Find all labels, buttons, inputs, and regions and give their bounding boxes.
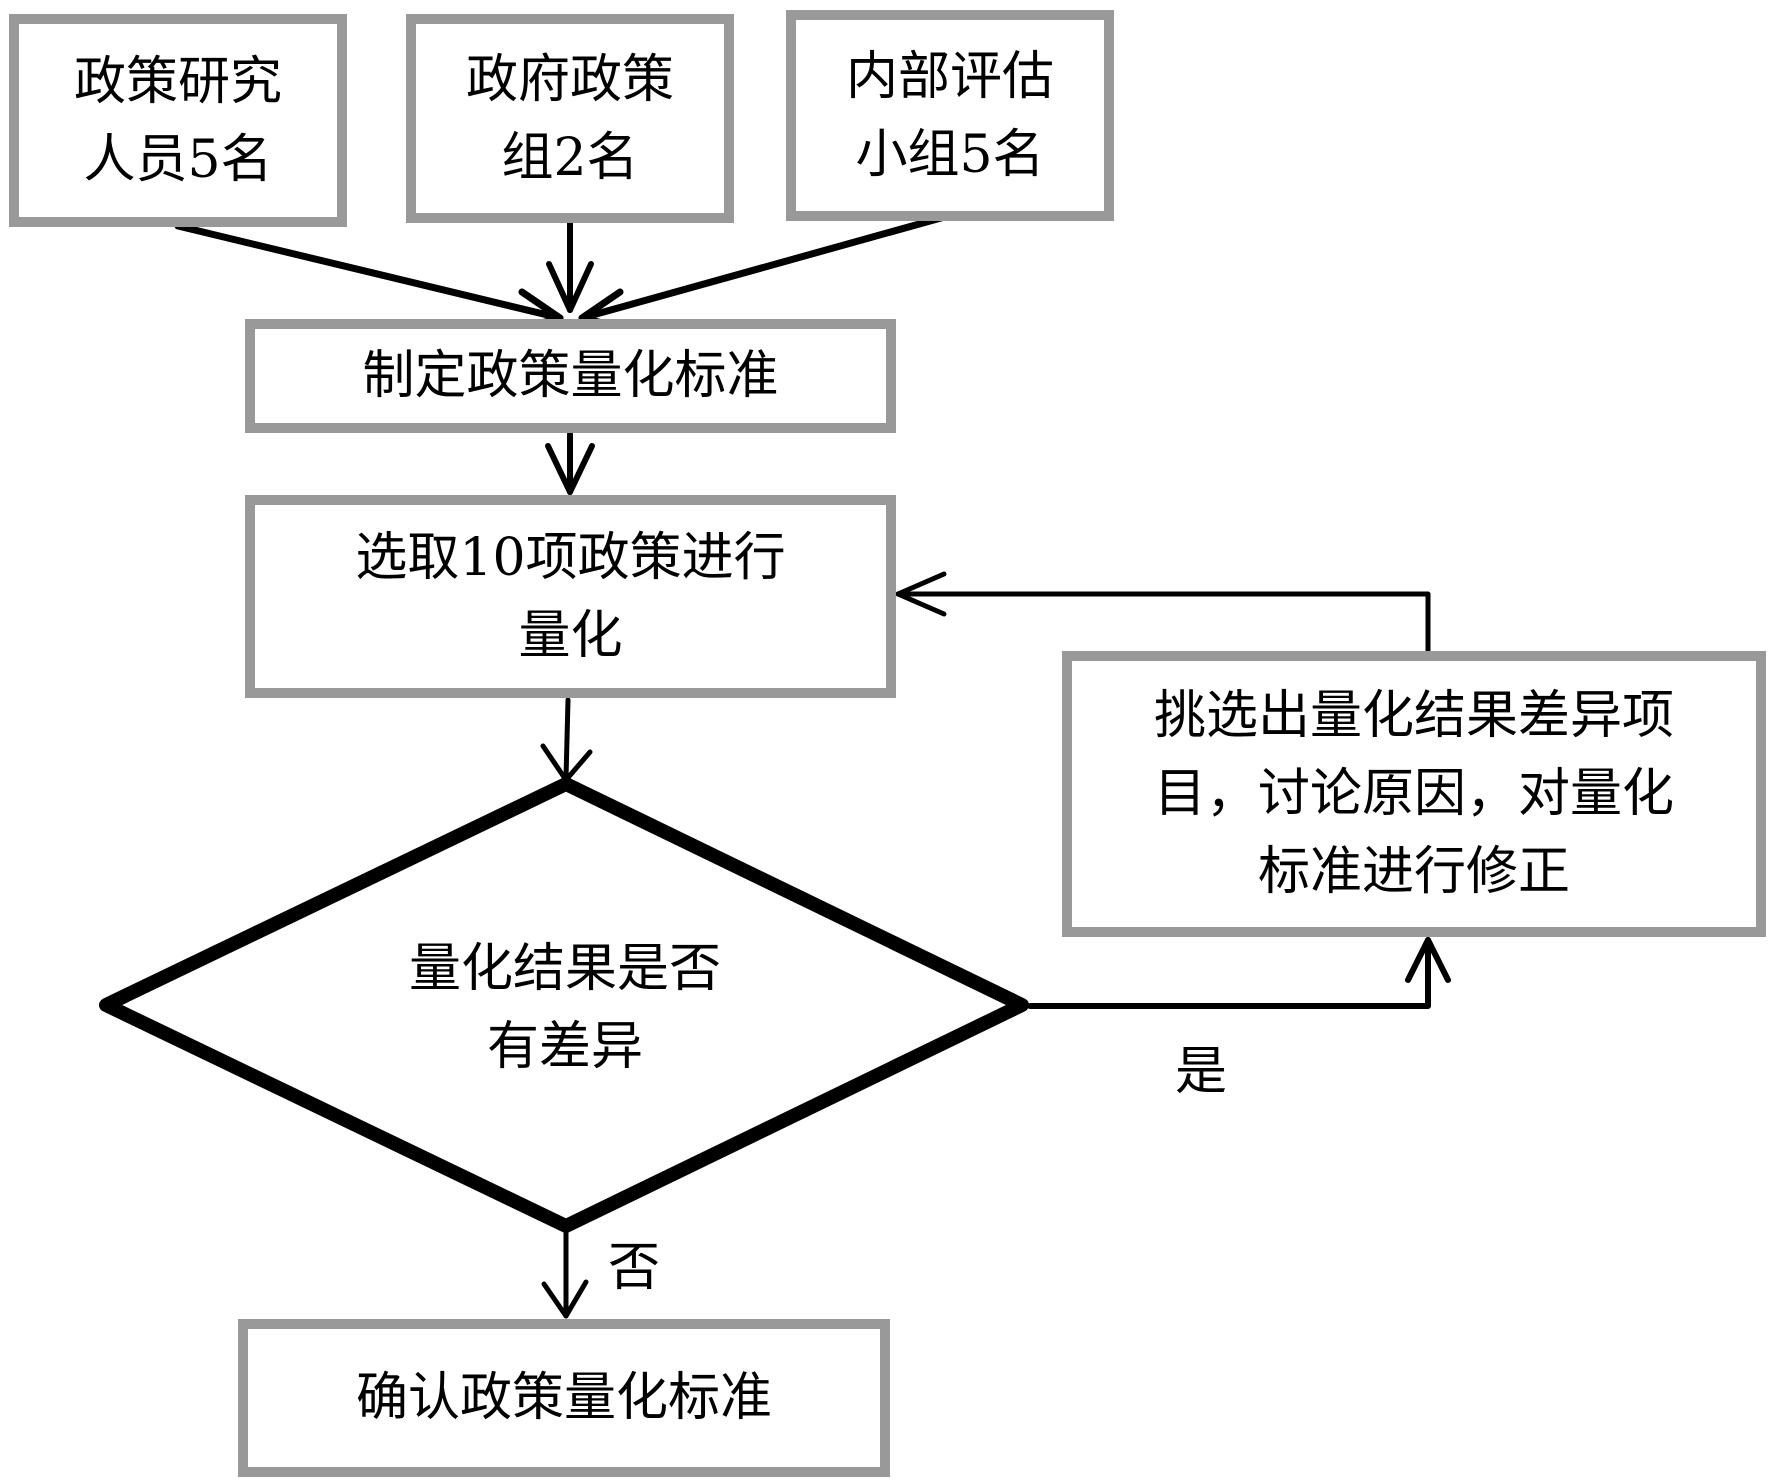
arrow-researchers-to-define — [174, 222, 564, 336]
decision-diamond — [99, 777, 1029, 1233]
arrow-yes-to-revise — [1027, 937, 1451, 1009]
branch-label-no: 否 — [608, 1238, 661, 1298]
step-box-define: 制定政策量化标准 — [245, 319, 896, 433]
arrow-gov-group-to-define — [546, 219, 594, 313]
arrow-revise-to-select — [895, 571, 1431, 655]
arrow-define-to-select — [545, 431, 595, 495]
participant-label: 政府政策 组2名 — [465, 49, 674, 188]
step-label: 选取10项政策进行 量化 — [355, 527, 786, 666]
step-label: 挑选出量化结果差异项 目，讨论原因，对量化 标准进行修正 — [1153, 686, 1674, 902]
participant-label: 内部评估 小组5名 — [845, 46, 1054, 185]
participant-box-internal-eval: 内部评估 小组5名 — [786, 10, 1114, 221]
participant-label: 政策研究 人员5名 — [73, 51, 282, 190]
arrow-select-to-decision — [540, 697, 593, 783]
participant-box-gov-group: 政府政策 组2名 — [406, 14, 734, 223]
step-box-confirm: 确认政策量化标准 — [238, 1319, 890, 1477]
step-box-revise: 挑选出量化结果差异项 目，讨论原因，对量化 标准进行修正 — [1062, 651, 1766, 937]
decision-label: 量化结果是否 有差异 — [408, 939, 721, 1077]
step-label: 确认政策量化标准 — [355, 1368, 772, 1428]
step-label: 制定政策量化标准 — [362, 346, 779, 406]
arrow-no-to-confirm — [541, 1227, 589, 1319]
arrow-internal-eval-to-define — [578, 212, 952, 334]
step-box-select: 选取10项政策进行 量化 — [245, 495, 896, 698]
branch-label-yes: 是 — [1175, 1042, 1228, 1102]
participant-box-researchers: 政策研究 人员5名 — [9, 14, 347, 227]
